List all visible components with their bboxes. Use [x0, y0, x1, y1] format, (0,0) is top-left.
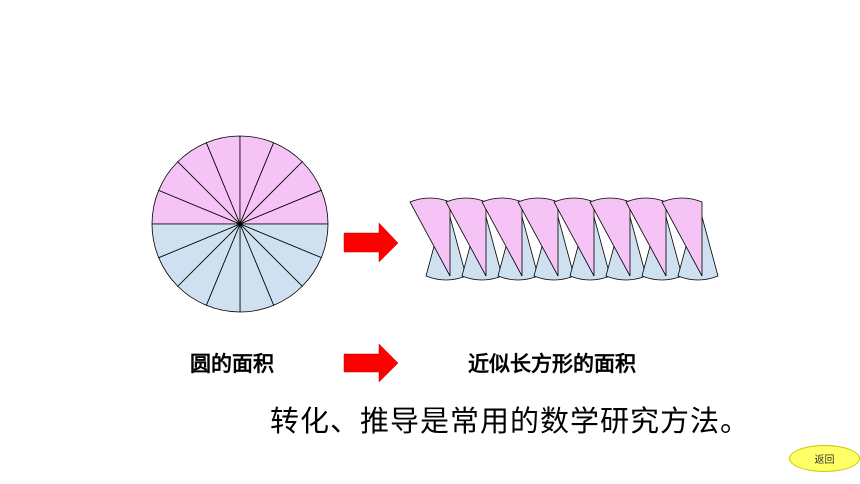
rectangle-area-label: 近似长方形的面积 [468, 352, 636, 376]
rearranged-sectors [409, 197, 719, 281]
arrow-bottom-icon [343, 343, 399, 383]
circle-area-label: 圆的面积 [190, 352, 274, 376]
return-button[interactable]: 返回 [789, 445, 860, 472]
divided-circle [151, 135, 329, 313]
circle-sector [151, 223, 241, 259]
rearranged-sector [661, 197, 703, 277]
arrow-top-icon [343, 222, 399, 263]
conclusion-text: 转化、推导是常用的数学研究方法。 [270, 404, 751, 438]
